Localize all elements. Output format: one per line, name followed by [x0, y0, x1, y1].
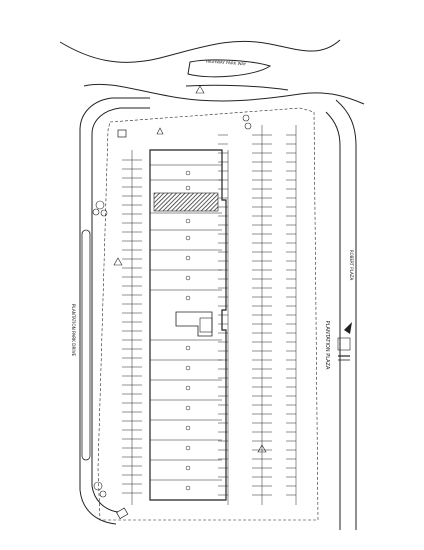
drive-aisles — [131, 125, 297, 505]
tree-icon — [92, 114, 252, 498]
building — [149, 149, 227, 501]
unit-marker — [185, 218, 191, 224]
unit-marker — [185, 170, 191, 176]
tenant-units — [150, 164, 222, 491]
unit-marker — [185, 485, 191, 491]
property-boundary — [97, 107, 319, 521]
unit-marker — [185, 445, 191, 451]
central-courtyard — [175, 311, 213, 337]
unit-marker — [185, 465, 191, 471]
unit-marker — [185, 185, 191, 191]
median-island — [81, 229, 91, 461]
sign-icon — [117, 129, 127, 138]
east-road — [325, 99, 357, 530]
triangle-markers — [113, 85, 267, 453]
east-road-label: PLANTATION PLAZA — [324, 321, 330, 370]
unit-marker — [185, 385, 191, 391]
parking-west — [122, 159, 142, 494]
unit-marker — [185, 345, 191, 351]
unit-marker — [185, 275, 191, 281]
hatched-unit — [153, 192, 219, 212]
east-note-label: ROBERT PLAZA — [349, 250, 354, 281]
north-arrow-icon — [337, 322, 352, 361]
unit-marker — [185, 235, 191, 241]
parking-east — [218, 134, 296, 496]
unit-marker — [185, 255, 191, 261]
unit-marker — [185, 295, 191, 301]
north-road-label: HIGHWAY PARK WAY — [206, 59, 247, 67]
unit-marker — [185, 425, 191, 431]
west-road-label: PLANTATION PARK DRIVE — [71, 304, 76, 357]
west-road — [79, 97, 150, 525]
north-road — [59, 39, 365, 105]
sign-icon — [116, 507, 129, 520]
unit-marker — [185, 405, 191, 411]
unit-marker — [185, 365, 191, 371]
courtyard-equipment — [199, 317, 213, 333]
